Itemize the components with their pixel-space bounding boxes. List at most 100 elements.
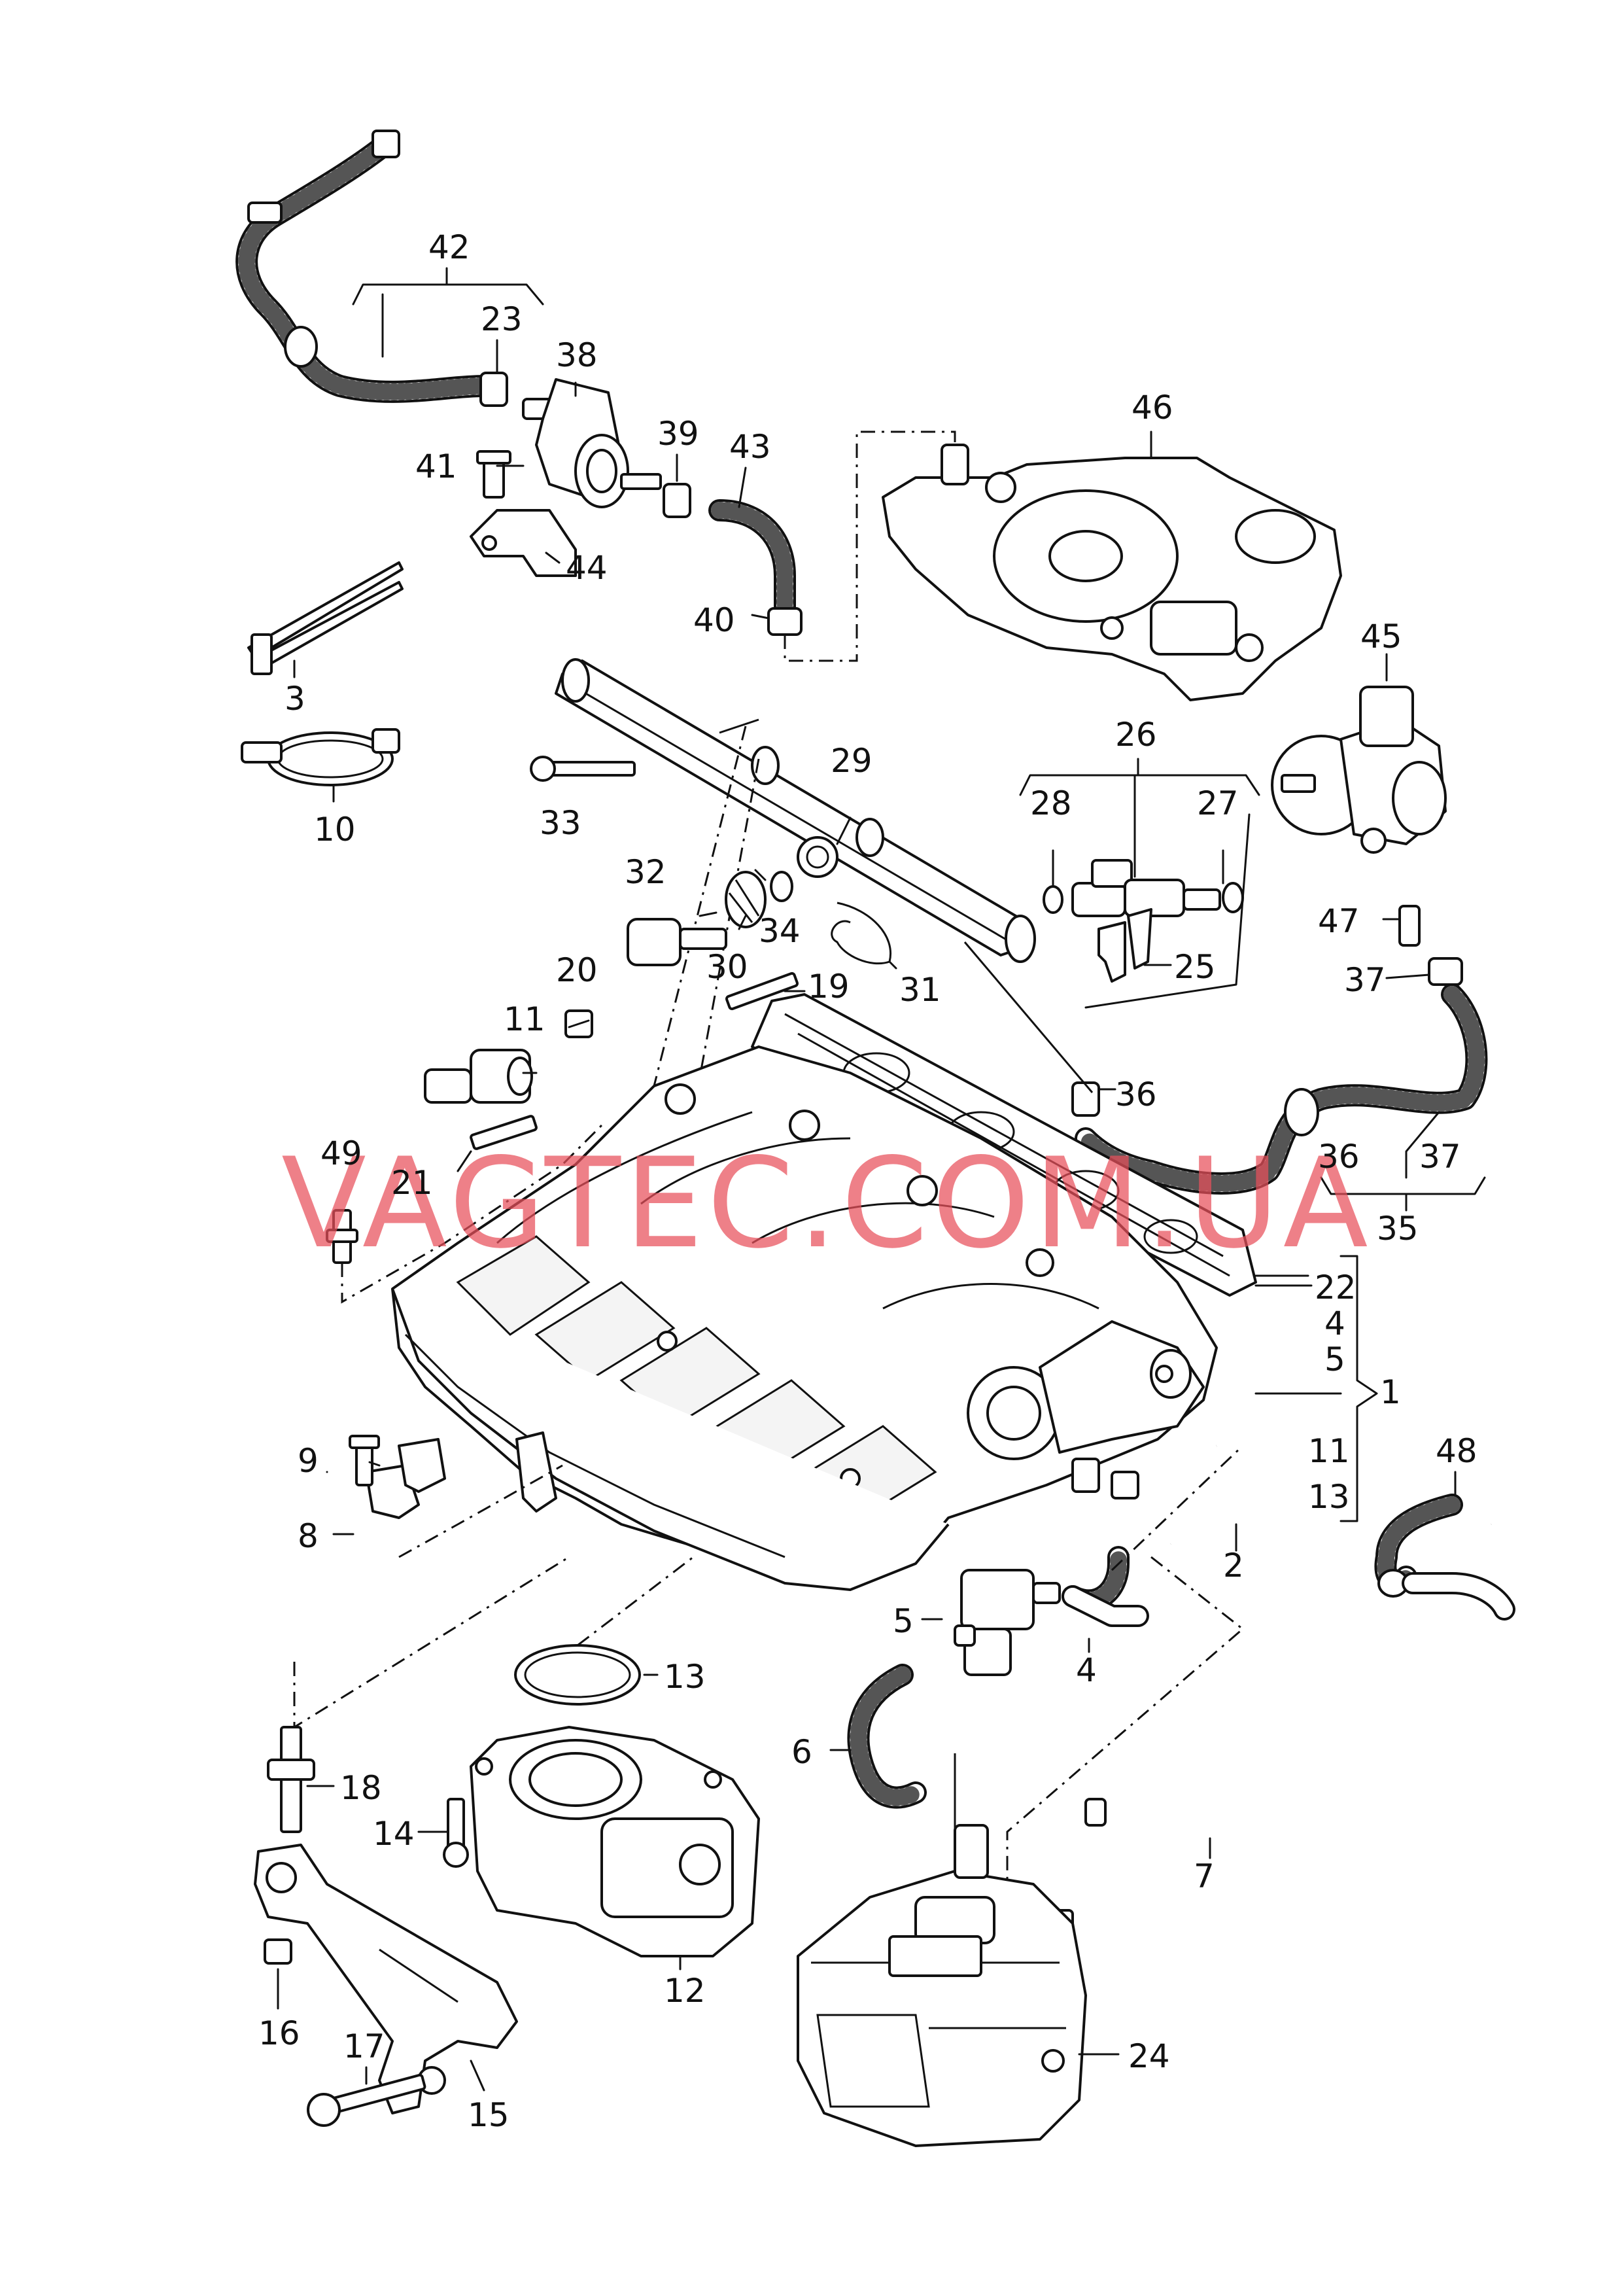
callout-20: 20 (556, 951, 598, 989)
callout-13-right: 13 (1308, 1478, 1350, 1516)
callout-28: 28 (1030, 784, 1072, 822)
bolt-14 (443, 1798, 469, 1868)
hose-48 (1374, 1494, 1515, 1621)
callout-15: 15 (468, 2096, 510, 2134)
callout-labels: 42 23 38 39 43 41 44 40 46 3 10 45 26 29… (258, 228, 1477, 2134)
callout-46: 46 (1132, 389, 1173, 427)
callout-14: 14 (373, 1815, 415, 1853)
high-pressure-pump-45 (1271, 686, 1447, 854)
leader-lines (277, 267, 1486, 2092)
callout-12: 12 (664, 1972, 706, 2010)
callout-11-left: 11 (504, 1000, 545, 1038)
callout-17: 17 (343, 2027, 385, 2065)
union-47 (1398, 905, 1421, 947)
callout-49: 49 (320, 1134, 362, 1172)
fuel-hose-35 (1075, 983, 1488, 1195)
clamp-37 (1428, 957, 1463, 986)
callout-38: 38 (556, 336, 598, 374)
callout-6: 6 (791, 1733, 812, 1771)
bolt-33 (530, 756, 636, 782)
callout-45: 45 (1360, 618, 1402, 656)
hose-4 (1062, 1546, 1149, 1627)
callout-5-top: 5 (1324, 1340, 1345, 1378)
stud-49 (326, 1209, 358, 1264)
callout-4-top: 4 (1324, 1305, 1345, 1342)
hose-6 (847, 1664, 927, 1809)
callout-4-bottom: 4 (1076, 1651, 1097, 1689)
hose-clamp-23 (479, 372, 508, 407)
retaining-clip-25 (1097, 908, 1152, 983)
callout-41: 41 (415, 447, 457, 485)
callout-2: 2 (1223, 1547, 1244, 1585)
sensor-8 (365, 1438, 446, 1519)
callout-23: 23 (481, 300, 523, 338)
callout-1: 1 (1380, 1373, 1401, 1411)
callout-7: 7 (1194, 1857, 1215, 1895)
callout-35: 35 (1377, 1210, 1419, 1248)
throttle-body-12 (470, 1726, 760, 1957)
bolt-9 (349, 1435, 380, 1486)
callout-9: 9 (298, 1442, 319, 1480)
callout-37-bottom: 37 (1419, 1138, 1461, 1176)
callout-33: 33 (540, 804, 581, 842)
fuel-rail-29 (555, 658, 1036, 963)
callout-3: 3 (285, 680, 305, 718)
callout-42: 42 (428, 228, 470, 266)
stud-21 (470, 1115, 538, 1150)
callout-11-right: 11 (1308, 1432, 1350, 1470)
callout-18: 18 (340, 1769, 382, 1807)
vacuum-line-2 (1169, 1424, 1304, 1545)
callout-29: 29 (831, 742, 872, 780)
sensor-11 (424, 1049, 533, 1104)
bolt-41 (476, 450, 511, 499)
cylinder-head-cover-46 (882, 444, 1342, 701)
sensor-30 (725, 871, 767, 928)
hose-clip-10 (241, 728, 400, 786)
stud-19 (725, 972, 799, 1011)
callout-13-left: 13 (664, 1658, 706, 1696)
callout-36-right: 36 (1115, 1076, 1157, 1113)
clamp-40 (767, 607, 803, 636)
hose-43 (708, 499, 796, 620)
callout-8: 8 (298, 1517, 319, 1555)
o-ring-13 (514, 1644, 641, 1706)
callout-21: 21 (391, 1164, 433, 1202)
callout-37-top: 37 (1344, 961, 1386, 999)
bracket-31 (831, 902, 891, 965)
callout-16: 16 (258, 2014, 300, 2052)
callout-26: 26 (1115, 716, 1157, 754)
callout-47: 47 (1318, 902, 1360, 940)
watermark: VAGTEC.COM.UA (281, 1131, 1372, 1276)
clamp-39 (663, 483, 691, 518)
injector-26 (1043, 859, 1244, 917)
callout-24: 24 (1128, 2037, 1170, 2075)
callout-27: 27 (1197, 784, 1239, 822)
callout-39: 39 (657, 415, 699, 453)
bolt-17 (307, 2073, 426, 2127)
seal-34 (770, 871, 793, 902)
nut-16 (264, 1938, 292, 1965)
callout-19: 19 (808, 968, 850, 1006)
pressure-valve-38 (522, 378, 662, 508)
activated-charcoal-canister-24 (797, 1824, 1087, 2147)
bracket-44 (470, 509, 577, 577)
callout-10: 10 (314, 811, 356, 849)
callout-44: 44 (566, 549, 608, 587)
callout-36-bottom: 36 (1318, 1138, 1360, 1176)
breather-hose-42 (235, 130, 495, 403)
callout-5-bottom: 5 (893, 1602, 914, 1640)
callout-30: 30 (706, 948, 748, 986)
fuel-pressure-sender-32 (627, 918, 727, 966)
callout-43: 43 (729, 428, 771, 466)
solenoid-valve-5 (954, 1569, 1061, 1676)
support-bracket-15 (254, 1844, 518, 2114)
cable-tie-3 (247, 561, 404, 675)
callout-32: 32 (625, 853, 666, 891)
callout-34: 34 (759, 912, 801, 950)
callout-31: 31 (899, 971, 941, 1009)
clamp-36 (1071, 1081, 1100, 1117)
callout-25: 25 (1174, 948, 1216, 986)
stud-18 (267, 1726, 315, 1833)
gasket-22 (751, 993, 1257, 1297)
